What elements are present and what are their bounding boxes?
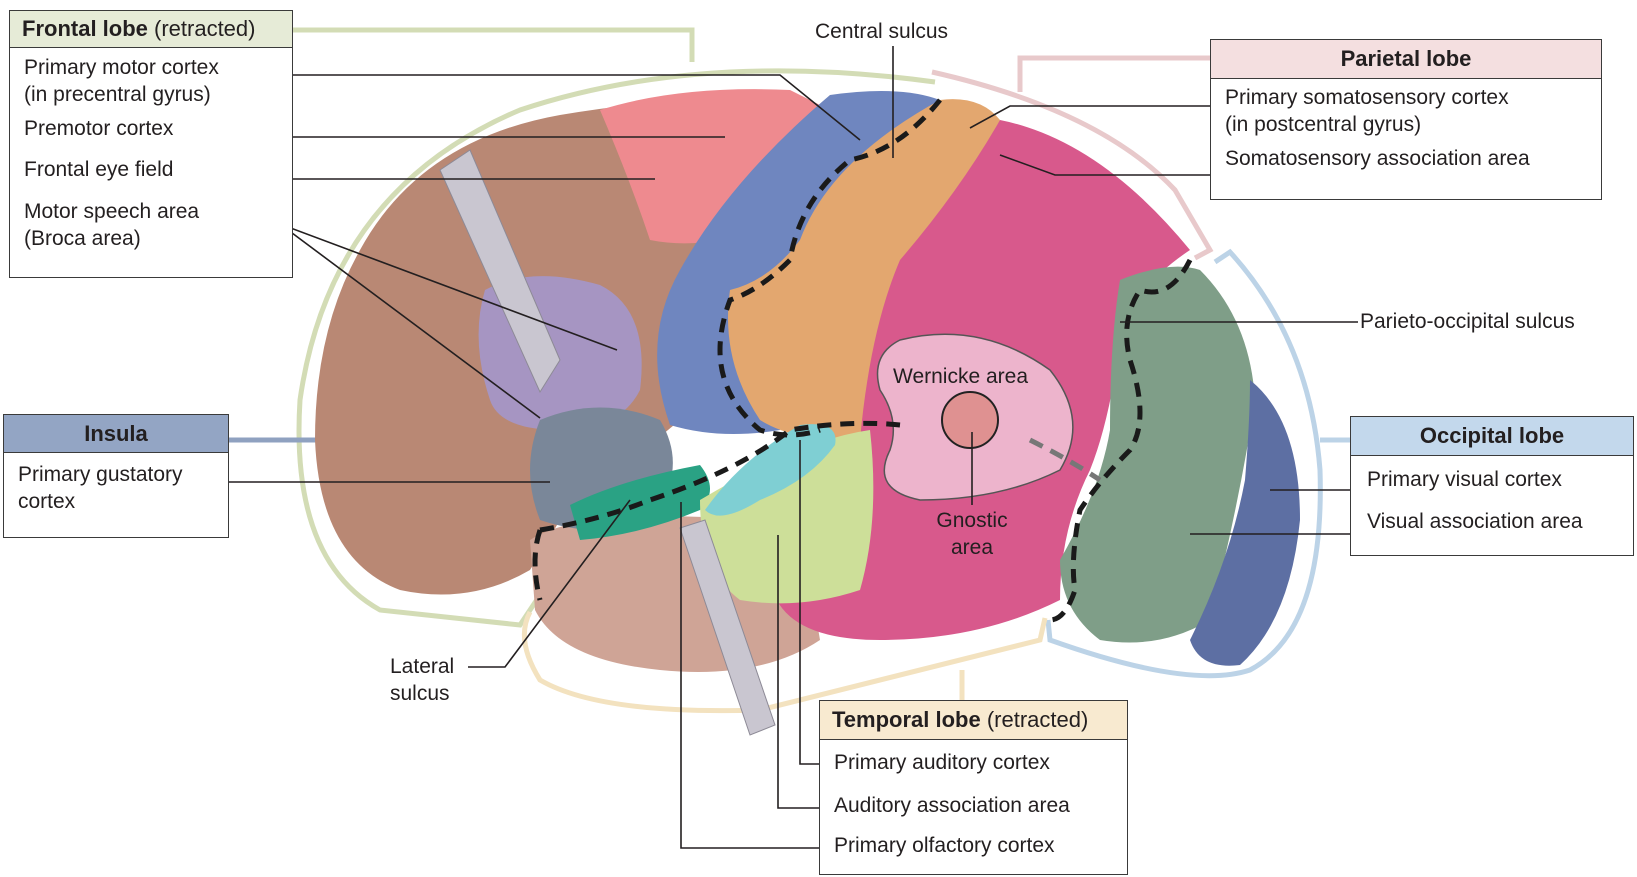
gnostic-region <box>941 391 999 449</box>
leader-primary-motor <box>258 74 861 141</box>
primary-motor-cortex-label: Primary motor cortex (in precentral gyru… <box>24 56 219 106</box>
frontal-lobe-title: Frontal lobe (retracted) <box>10 11 292 48</box>
frontal-eye-field-label: Frontal eye field <box>24 158 174 181</box>
gnostic-area-label: Gnostic area <box>936 509 1008 559</box>
leader-olfactory <box>680 502 826 849</box>
insula-box: Insula Primary gustatory cortex <box>3 414 229 538</box>
lateral-sulcus-ext <box>1028 437 1102 483</box>
primary-olfactory-label: Primary olfactory cortex <box>834 834 1055 857</box>
wernicke-area-label: Wernicke area <box>893 365 1029 388</box>
somatosensory-assoc-label: Somatosensory association area <box>1225 147 1530 170</box>
premotor-region <box>600 89 830 244</box>
leader-lateral-sulcus <box>468 499 631 668</box>
central-sulcus-label: Central sulcus <box>815 20 949 43</box>
leader-auditory-assoc <box>777 535 826 809</box>
brain <box>315 89 1300 736</box>
auditory-primary-region <box>705 424 836 516</box>
premotor-cortex-label: Premotor cortex <box>24 117 174 140</box>
occipital-lobe-title: Occipital lobe <box>1351 417 1633 456</box>
primary-auditory-label: Primary auditory cortex <box>834 751 1050 774</box>
visual-assoc-label: Visual association area <box>1367 510 1583 533</box>
frontal-temporal-notch <box>532 529 543 601</box>
parietal-bracket <box>931 55 1214 261</box>
somatosensory-region <box>728 99 1000 441</box>
temporal-lobe-title: Temporal lobe (retracted) <box>820 701 1127 740</box>
parieto-occipital-line <box>1049 258 1193 623</box>
lateral-sulcus-line <box>539 420 901 533</box>
parieto-occipital-sulcus-label: Parieto-occipital sulcus <box>1360 310 1575 333</box>
lower-retractor <box>679 519 776 736</box>
occipital-assoc-region <box>1060 266 1255 643</box>
leader-somato-assoc <box>999 154 1220 176</box>
insula-title: Insula <box>4 415 228 453</box>
parietal-lobe-box: Parietal lobe Primary somatosensory cort… <box>1210 39 1602 200</box>
primary-visual-cortex-label: Primary visual cortex <box>1367 468 1562 491</box>
temporal-lobe-box: Temporal lobe (retracted) Primary audito… <box>819 700 1128 875</box>
upper-retractor <box>439 149 561 394</box>
sulcus-boundaries <box>532 98 1193 623</box>
primary-visual-region <box>1190 380 1300 666</box>
primary-gustatory-label: Primary gustatory cortex <box>18 463 183 513</box>
central-sulcus-line <box>717 98 942 438</box>
auditory-assoc-region <box>700 430 874 604</box>
occipital-bracket <box>1045 248 1355 679</box>
frontal-bracket <box>292 27 936 628</box>
auditory-assoc-label: Auditory association area <box>834 794 1070 817</box>
leader-lines <box>200 46 1368 849</box>
leader-auditory-primary <box>799 440 826 765</box>
occipital-lobe-box: Occipital lobe Primary visual cortex Vis… <box>1350 416 1634 556</box>
lateral-sulcus-label: Lateral sulcus <box>390 655 455 705</box>
leader-somatosensory <box>969 105 1220 129</box>
leader-broca-2 <box>279 223 541 419</box>
parietal-lobe-title: Parietal lobe <box>1211 40 1601 79</box>
broca-area-label: Motor speech area (Broca area) <box>24 200 200 250</box>
frontal-lobe-box: Frontal lobe (retracted) Primary motor c… <box>9 10 293 278</box>
primary-somatosensory-label: Primary somatosensory cortex (in postcen… <box>1225 86 1509 136</box>
